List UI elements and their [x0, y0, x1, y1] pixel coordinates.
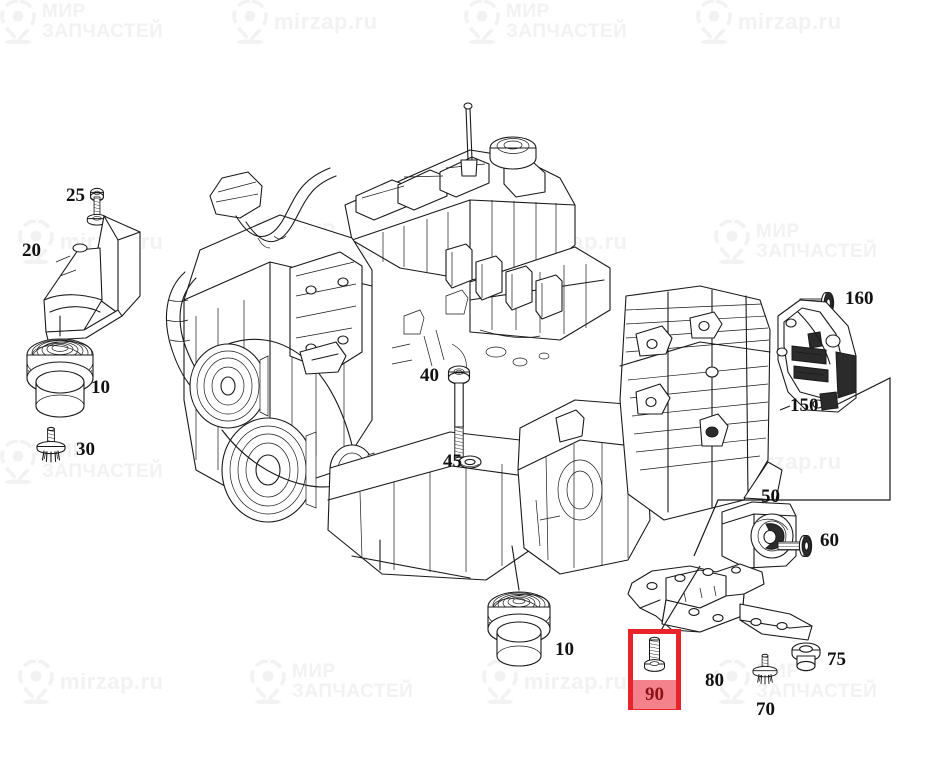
callout-number-10: 10	[91, 377, 110, 398]
callout-number-30: 30	[76, 439, 95, 460]
callout-number-50: 50	[761, 486, 780, 507]
callout-number-25: 25	[66, 185, 85, 206]
engine-block	[183, 214, 373, 501]
callout-number-70: 70	[756, 699, 775, 720]
engine-misc-detail	[391, 289, 550, 387]
part-10-engine-mount-left	[26, 315, 94, 418]
callout-number-40: 40	[420, 365, 439, 386]
cylinder-head	[445, 243, 611, 341]
callout-number-75: 75	[827, 649, 846, 670]
part-40-long-bolt	[447, 365, 471, 462]
callout-number-150: 150	[790, 395, 819, 416]
engine-transmission-assembly	[165, 102, 783, 581]
bell-housing	[517, 399, 651, 575]
part-70-serrated-bolt	[752, 653, 778, 685]
part-45-washer	[458, 455, 482, 469]
part-90-bolt-illustration	[633, 634, 676, 680]
part-50-bushing	[721, 501, 797, 569]
leader-lines	[659, 377, 891, 633]
part-150-transmission-mount-bracket	[776, 299, 857, 413]
transmission-case	[619, 285, 783, 521]
callout-number-20: 20	[22, 240, 41, 261]
part-20-heat-shield	[43, 215, 141, 341]
highlighted-part-90[interactable]: 90	[628, 629, 681, 710]
part-75-grommet	[791, 642, 821, 672]
part-10-engine-mount-right	[487, 545, 551, 667]
part-30-expanding-clip	[36, 426, 66, 463]
part-90-number-label: 90	[633, 680, 676, 709]
callout-number-80: 80	[705, 670, 724, 691]
callout-number-60: 60	[820, 530, 839, 551]
callout-number-45: 45	[443, 451, 462, 472]
flange-bolt-icon	[644, 636, 665, 672]
callout-number-10: 10	[555, 639, 574, 660]
callout-number-160: 160	[845, 288, 874, 309]
